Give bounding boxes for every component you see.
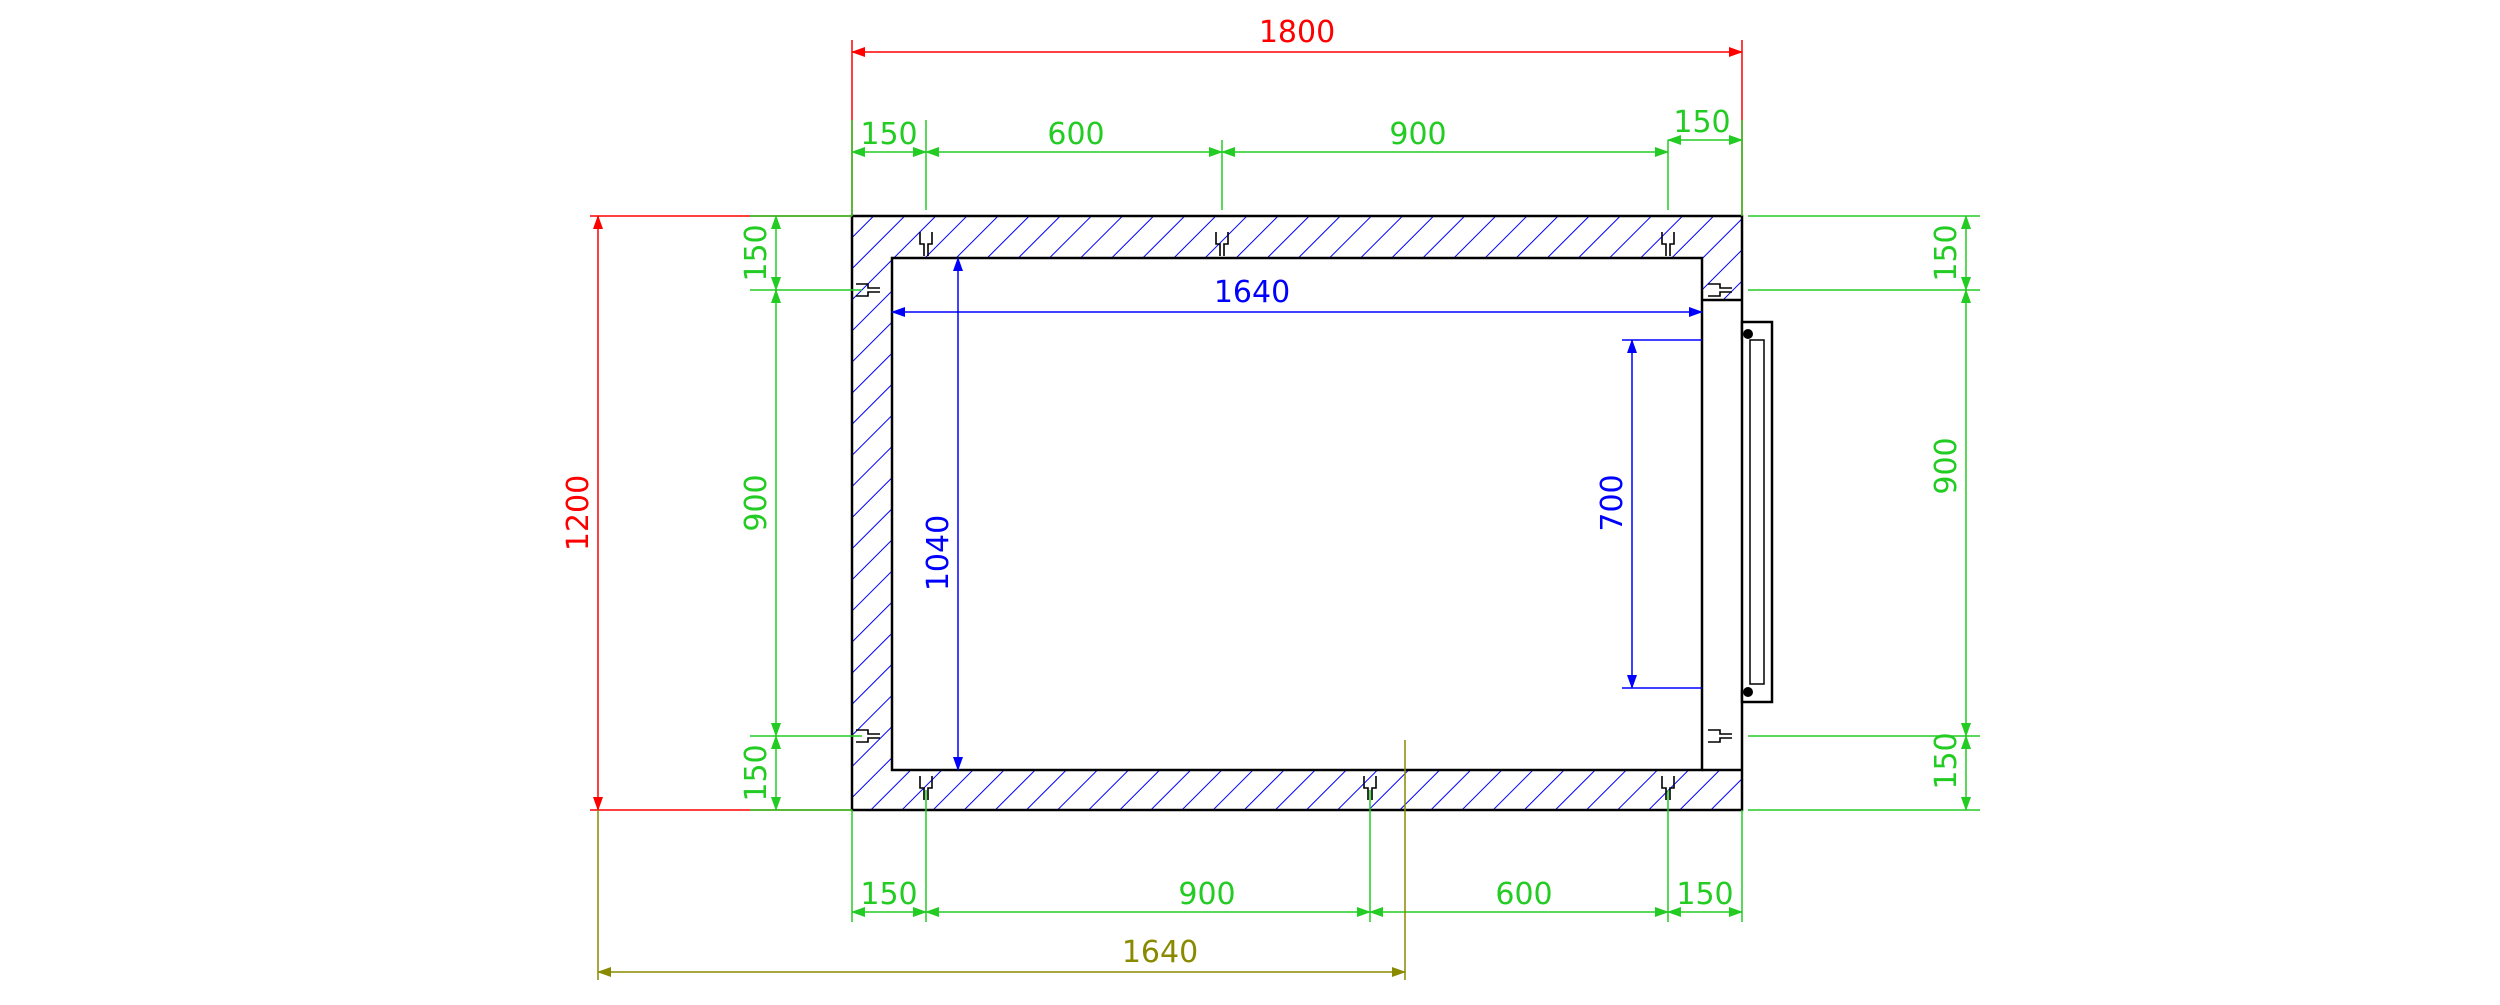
bottom-seg-2-label: 900 [1178,877,1235,912]
top-seg-4-label: 150 [1673,105,1730,140]
left-seg-3-label: 150 [739,744,774,801]
panel-joint-mark [1215,232,1229,256]
panel-joint-mark [919,232,933,256]
bottom-segment-dimensions: 150 900 600 150 [851,790,1743,922]
panel-joint-mark [919,776,933,800]
top-seg-3-label: 900 [1389,117,1446,152]
overall-width-dimension: 1800 [851,15,1743,216]
left-seg-2-label: 900 [739,474,774,531]
bottom-reference-label: 1640 [1122,935,1198,970]
left-segment-dimensions: 150 900 150 [739,215,862,811]
left-seg-1-label: 150 [739,224,774,281]
panel-joint-mark [1661,776,1675,800]
panel-joint-mark [856,729,880,743]
overall-width-label: 1800 [1259,15,1335,50]
top-seg-1-label: 150 [860,117,917,152]
door-hinge-bottom [1743,687,1753,697]
right-segment-dimensions: 150 900 150 [1748,215,1980,811]
panel-joints [856,232,1732,800]
bottom-seg-3-label: 600 [1495,877,1552,912]
bottom-seg-4-label: 150 [1676,877,1733,912]
overall-height-dimension: 1200 [561,215,852,811]
door-leaf-inner [1749,339,1765,685]
inner-width-dimension: 1640 [891,275,1703,317]
door-opening-dimension: 700 [1595,339,1702,689]
right-seg-1-label: 150 [1929,224,1964,281]
bottom-seg-1-label: 150 [860,877,917,912]
top-seg-2-label: 600 [1047,117,1104,152]
inner-height-label: 1040 [921,515,956,591]
panel-joint-mark [856,283,880,297]
top-segment-dimensions: 150 600 900 150 [851,105,1743,216]
wall-structure [850,214,1774,812]
panel-joint-mark [1708,283,1732,297]
panel-joint-mark [1363,776,1377,800]
right-seg-2-label: 900 [1929,437,1964,494]
bottom-reference-dimension: 1640 [597,740,1406,980]
panel-joint-mark [1708,729,1732,743]
door-hinge-top [1743,329,1753,339]
outer-wall-outline [850,214,1744,812]
right-seg-3-label: 150 [1929,732,1964,789]
inner-height-dimension: 1040 [921,257,963,771]
door-leaf [1740,320,1774,704]
inner-room-outline [890,256,1704,772]
door-opening-label: 700 [1595,474,1630,531]
panel-joint-mark [1661,232,1675,256]
inner-width-label: 1640 [1214,275,1290,310]
overall-height-label: 1200 [561,475,596,551]
